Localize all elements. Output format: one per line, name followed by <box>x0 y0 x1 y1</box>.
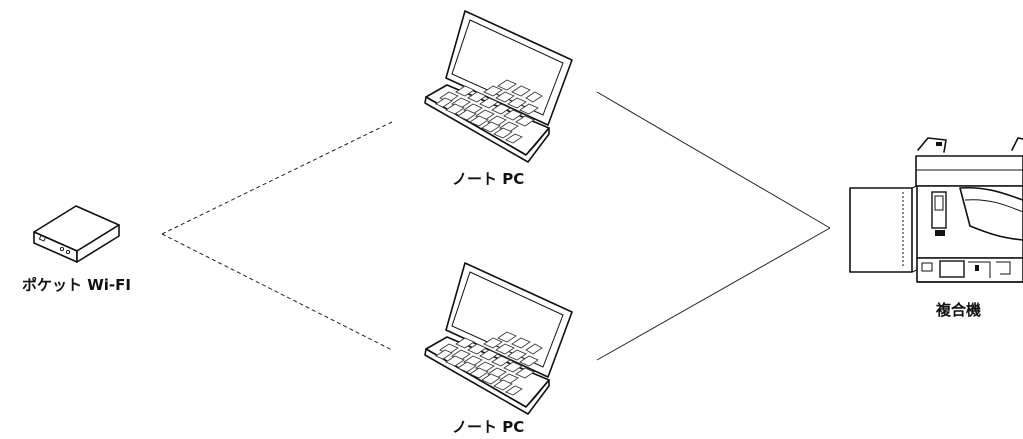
laptop-bottom-label: ノート PC <box>452 418 524 436</box>
pocket-wifi-icon <box>33 205 120 263</box>
mfp-label: 複合機 <box>935 301 981 319</box>
connection-laptop-bottom-mfp <box>596 227 831 361</box>
laptop-top-label: ノート PC <box>452 170 524 188</box>
laptop-top-icon <box>424 10 573 163</box>
pocket-wifi-label: ポケット Wi-FI <box>22 276 131 294</box>
laptop-bottom-icon <box>424 262 573 415</box>
connection-wifi-laptop-bottom <box>161 233 393 351</box>
connections <box>161 91 831 361</box>
multifunction-printer-icon <box>849 137 1023 283</box>
connection-wifi-laptop-top <box>161 121 393 235</box>
connection-laptop-top-mfp <box>596 91 831 229</box>
